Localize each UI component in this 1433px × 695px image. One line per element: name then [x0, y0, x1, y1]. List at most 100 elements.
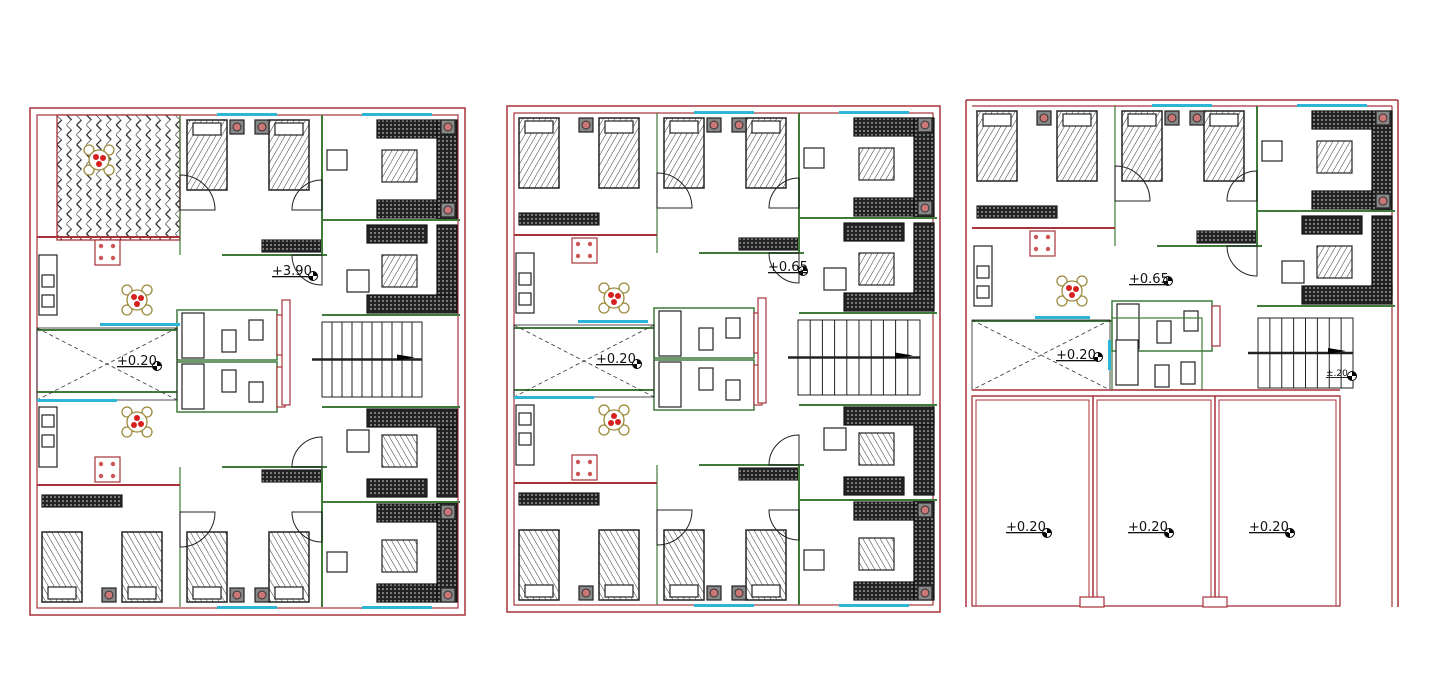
window — [1297, 104, 1367, 107]
lamp-icon — [1378, 196, 1388, 206]
burner — [575, 471, 581, 477]
armchair — [346, 269, 370, 293]
door-arc — [656, 172, 693, 209]
level-label: +0.20 — [596, 352, 636, 367]
door-swing — [656, 509, 693, 546]
door-arc — [1226, 170, 1258, 202]
lamp-icon — [581, 588, 591, 598]
lamp-icon — [1192, 113, 1202, 123]
lamp-icon — [709, 120, 719, 130]
burner — [98, 255, 104, 261]
level-label: +0.20 — [1249, 520, 1289, 535]
sink — [518, 272, 532, 286]
flower — [96, 161, 102, 167]
marker-fill — [1347, 371, 1357, 381]
dresser — [1196, 230, 1258, 244]
window — [839, 604, 909, 607]
window — [37, 399, 117, 402]
lamp-icon — [920, 203, 930, 213]
dresser — [261, 239, 323, 253]
void-diagonal — [971, 319, 1111, 391]
pillow — [669, 120, 699, 134]
sofa — [843, 476, 905, 496]
sofa — [843, 292, 935, 312]
marker-fill — [1042, 528, 1052, 538]
coffee-table — [858, 252, 895, 286]
lamp-icon — [709, 588, 719, 598]
kitchen-table — [94, 239, 121, 266]
flower — [138, 295, 144, 301]
sofa — [1311, 110, 1373, 130]
window — [362, 606, 432, 609]
arrow-icon — [895, 352, 913, 359]
level-label: +3.90 — [272, 264, 312, 279]
sofa — [376, 503, 438, 523]
sofa — [376, 119, 438, 139]
level-label: +0.20 — [1128, 520, 1168, 535]
dresser — [738, 237, 800, 251]
marker-fill — [1163, 276, 1173, 286]
terrace — [56, 114, 181, 241]
dresser — [261, 469, 323, 483]
level-marker-icon — [632, 359, 642, 369]
pillow — [274, 122, 304, 136]
sofa — [913, 414, 935, 496]
pillow — [751, 120, 781, 134]
toilet — [698, 367, 714, 391]
burner — [110, 461, 116, 467]
burner — [575, 241, 581, 247]
garage-bay-inner — [975, 399, 1090, 607]
door-swing — [656, 172, 693, 209]
burner — [1033, 246, 1039, 252]
door-swing — [179, 511, 216, 548]
door-swing — [291, 254, 323, 286]
door-arc — [656, 509, 693, 546]
pillow — [127, 586, 157, 600]
lamp-icon — [443, 590, 453, 600]
level-label: +0.65 — [768, 260, 808, 275]
staircase — [312, 321, 423, 398]
sofa — [853, 117, 915, 137]
lamp-icon — [257, 122, 267, 132]
sink — [518, 432, 532, 446]
burner — [587, 459, 593, 465]
lamp-icon — [232, 590, 242, 600]
window — [578, 320, 648, 323]
kitchen-table — [571, 454, 598, 481]
coffee-table — [381, 149, 418, 183]
level-marker-icon — [1093, 352, 1103, 362]
apartment-unit — [37, 113, 460, 361]
pillar — [1079, 596, 1105, 608]
armchair — [1261, 140, 1283, 162]
level-marker-icon — [1285, 528, 1295, 538]
void-diagonal — [36, 327, 178, 401]
apartment-unit — [37, 361, 460, 609]
level-marker-icon — [798, 266, 808, 276]
toilet — [221, 369, 237, 393]
lamp-icon — [734, 120, 744, 130]
kitchen-table — [1029, 230, 1056, 257]
level-marker-icon — [1042, 528, 1052, 538]
dining-table — [598, 282, 630, 314]
apartment-unit — [514, 359, 937, 607]
window — [217, 606, 277, 609]
armchair — [1281, 260, 1305, 284]
pillar — [1202, 596, 1228, 608]
burner — [575, 459, 581, 465]
arrow-icon — [1328, 348, 1346, 354]
lamp-icon — [443, 122, 453, 132]
window — [694, 604, 754, 607]
flower — [100, 155, 106, 161]
door-swing — [768, 434, 800, 466]
plan-3 — [965, 99, 1399, 608]
door-swing — [768, 177, 800, 209]
door-arc — [179, 174, 216, 211]
door-arc — [291, 436, 323, 468]
lamp-icon — [734, 588, 744, 598]
kitchen-table — [94, 456, 121, 483]
bathtub — [658, 310, 682, 357]
coffee-table — [1316, 245, 1353, 279]
bidet — [725, 379, 741, 401]
door-arc — [291, 254, 323, 286]
door-swing — [291, 511, 323, 543]
